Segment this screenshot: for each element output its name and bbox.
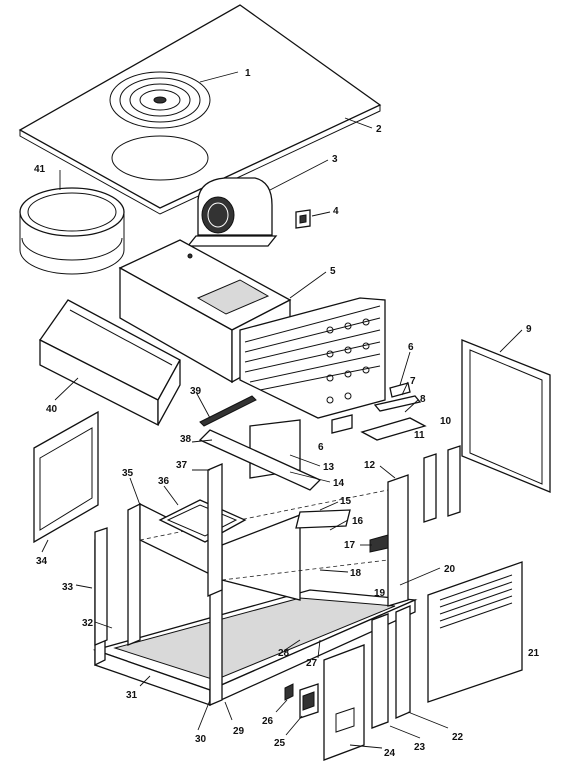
callout-36: 36: [158, 476, 170, 487]
callout-27: 27: [306, 658, 318, 669]
callout-1: 1: [245, 68, 251, 79]
callout-labels: 1 2 3 4 5 6 6 7 8 9 10 11 12 13 14 15 16…: [34, 68, 540, 759]
part-34-left-panel: [33, 410, 99, 544]
callout-37: 37: [176, 460, 188, 471]
callout-6b: 6: [318, 442, 324, 453]
part-41-duct-ring: [19, 187, 125, 275]
callout-35: 35: [122, 468, 134, 479]
callout-33: 33: [62, 582, 74, 593]
part-10-11-strips: [423, 445, 461, 523]
part-24-door-panel: [323, 644, 365, 761]
callout-23: 23: [414, 742, 426, 753]
part-33-post: [94, 527, 108, 646]
callout-26: 26: [262, 716, 274, 727]
callout-7: 7: [410, 376, 416, 387]
callout-30: 30: [195, 734, 207, 745]
part-6-7-8-small-parts: [331, 382, 427, 441]
callout-31: 31: [126, 690, 138, 701]
leader-lines: [41, 71, 523, 749]
callout-14: 14: [333, 478, 345, 489]
callout-22: 22: [452, 732, 464, 743]
callout-29: 29: [233, 726, 245, 737]
callout-19: 19: [374, 588, 386, 599]
callout-13: 13: [323, 462, 335, 473]
callout-25: 25: [274, 738, 286, 749]
callout-2: 2: [376, 124, 382, 135]
part-21-grille-panel: [427, 561, 523, 703]
callout-40: 40: [46, 404, 58, 415]
callout-39: 39: [190, 386, 202, 397]
callout-38: 38: [180, 434, 192, 445]
callout-6a: 6: [408, 342, 414, 353]
callout-32: 32: [82, 618, 94, 629]
callout-11: 11: [414, 430, 425, 441]
part-40-drain-pan: [39, 299, 181, 427]
callout-18: 18: [350, 568, 362, 579]
callout-16: 16: [352, 516, 364, 527]
callout-8: 8: [420, 394, 426, 405]
callout-20: 20: [444, 564, 456, 575]
callout-5: 5: [330, 266, 336, 277]
part-25-26-controls: [284, 683, 319, 719]
callout-4: 4: [333, 206, 339, 217]
callout-10: 10: [440, 416, 452, 427]
callout-15: 15: [340, 496, 352, 507]
part-9-side-panel: [461, 339, 551, 493]
callout-34: 34: [36, 556, 48, 567]
callout-9: 9: [526, 324, 532, 335]
callout-24: 24: [384, 748, 396, 759]
part-2-top-panel: [18, 4, 382, 215]
callout-17: 17: [344, 540, 356, 551]
part-39-strip: [199, 395, 257, 427]
callout-21: 21: [528, 648, 540, 659]
main-cabinet: [92, 419, 418, 707]
callout-28: 28: [278, 648, 290, 659]
callout-12: 12: [364, 460, 376, 471]
callout-41: 41: [34, 164, 46, 175]
part-1-fan-guard: [109, 71, 211, 129]
coil-assembly: [239, 297, 386, 419]
part-4-bracket: [295, 209, 311, 229]
part-3-blower: [186, 177, 278, 247]
callout-3: 3: [332, 154, 338, 165]
part-22-23-posts: [371, 605, 411, 729]
